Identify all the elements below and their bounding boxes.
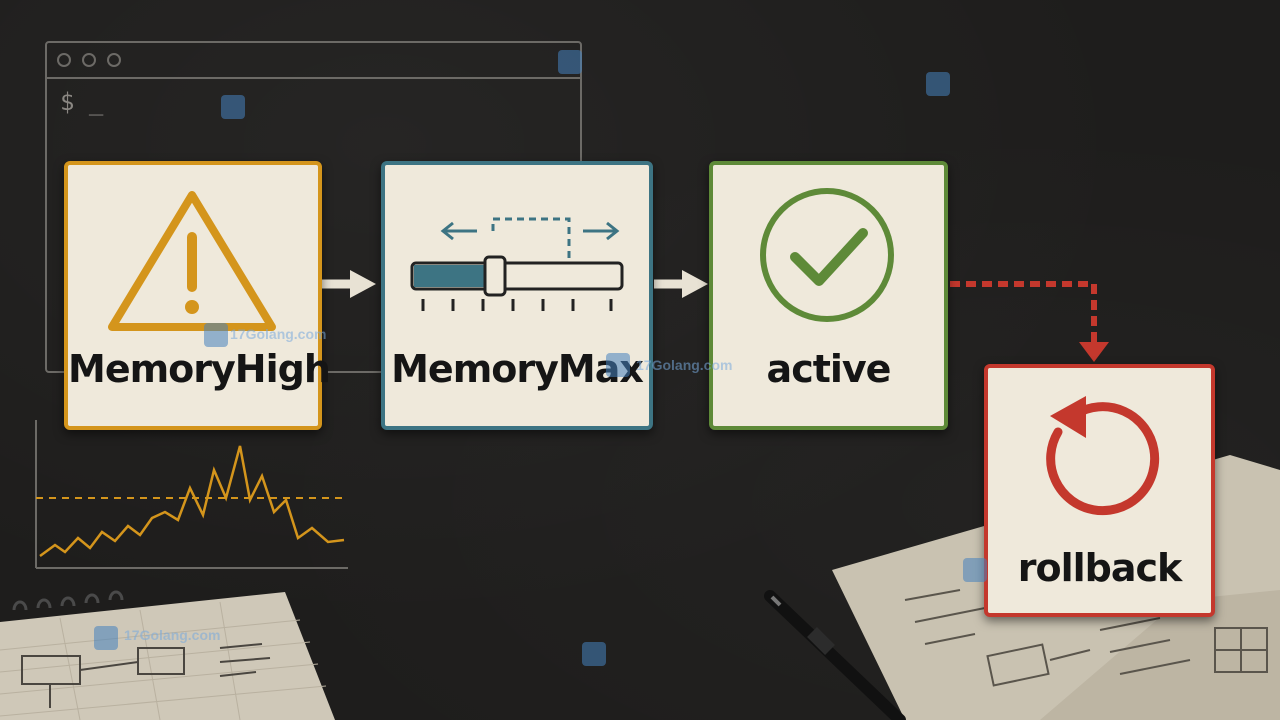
step-card-memory-high: MemoryHigh	[64, 161, 331, 430]
step-label: MemoryMax	[391, 347, 644, 391]
step-card-rollback: rollback	[984, 364, 1215, 617]
watermark-text: 17Golang.com	[124, 627, 221, 643]
watermark-text: 17Golang.com	[230, 326, 327, 342]
terminal-prompt: $ _	[60, 88, 104, 116]
watermark-logo	[221, 95, 245, 119]
watermark-text: 17Golang.com	[636, 357, 733, 373]
notepad-sketch	[0, 590, 335, 720]
watermark-logo	[204, 323, 228, 347]
step-label: active	[766, 347, 892, 391]
watermark-logo	[558, 50, 582, 74]
memory-chart-sketch	[35, 420, 348, 569]
watermark-logo	[94, 626, 118, 650]
step-card-memory-max: MemoryMax	[381, 161, 653, 430]
warning-icon	[108, 191, 276, 331]
arrow-right-icon	[322, 270, 376, 298]
watermark-logo	[963, 558, 987, 582]
watermark-logo	[606, 353, 630, 377]
watermark-logo	[582, 642, 606, 666]
step-label: rollback	[1017, 546, 1183, 590]
watermark-logo	[926, 72, 950, 96]
slider-icon	[410, 217, 624, 311]
check-circle-icon	[760, 188, 894, 322]
dashed-arrow-down-icon	[950, 281, 1109, 362]
step-label: MemoryHigh	[68, 347, 331, 391]
rollback-icon	[1046, 396, 1160, 516]
arrow-right-icon	[654, 270, 708, 298]
step-card-active: active	[709, 161, 948, 430]
pen-sketch	[764, 590, 906, 720]
